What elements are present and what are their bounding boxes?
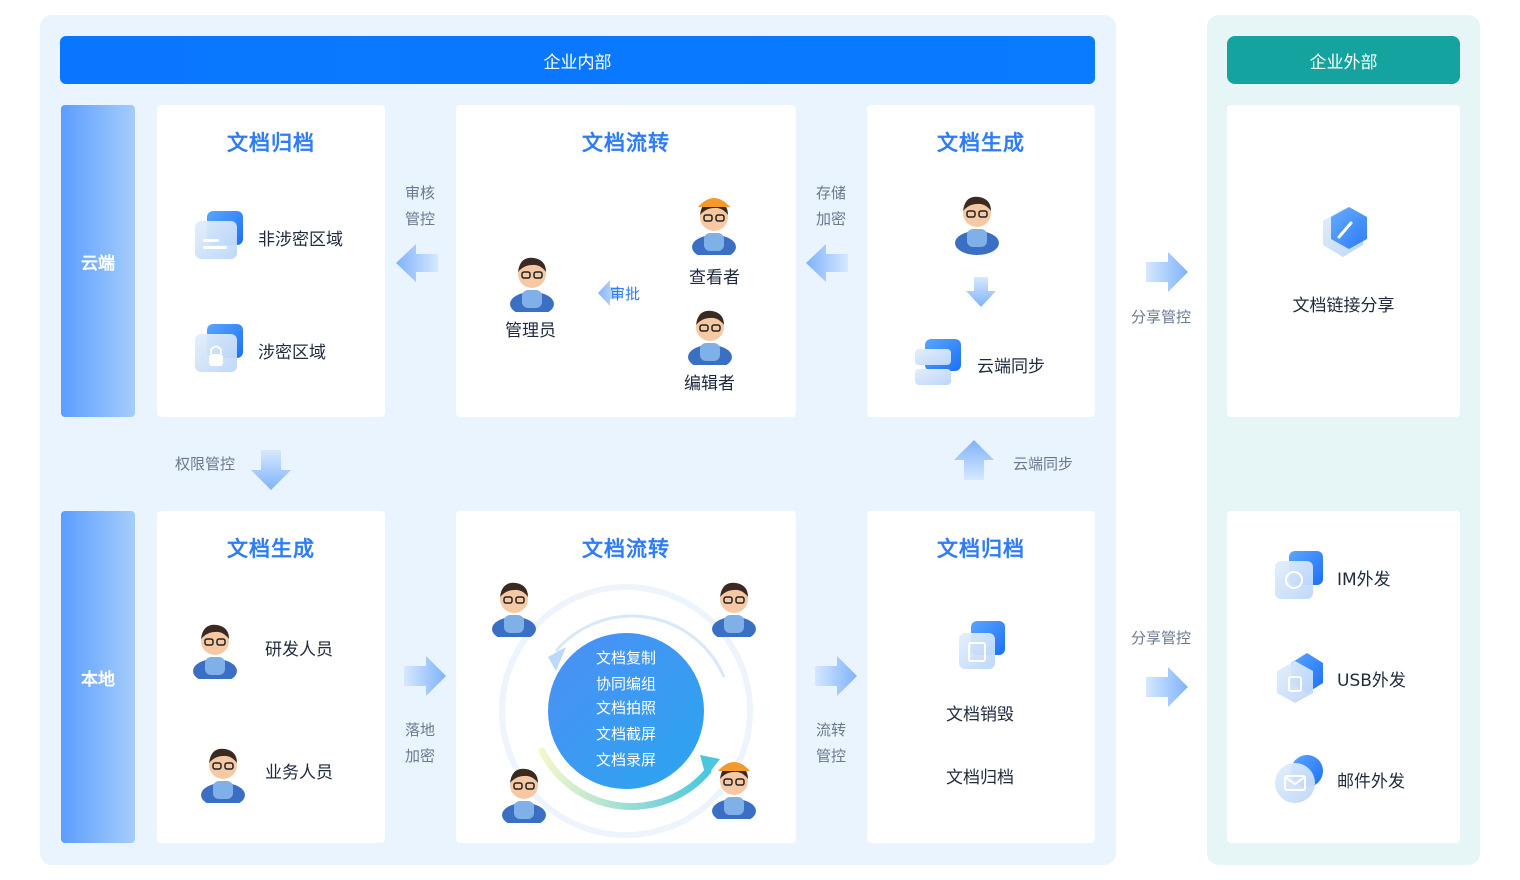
local-archive-card: 文档归档 文档销毁 文档归档 <box>867 511 1095 843</box>
business-staff-avatar-icon <box>200 748 246 803</box>
viewer-label: 查看者 <box>689 268 740 288</box>
storage-encrypt-label: 存储加密 <box>816 184 847 228</box>
right-arrow-icon <box>404 656 446 696</box>
local-generate-card: 文档生成 研发人员 业务人员 <box>157 511 385 843</box>
ring-item-photo: 文档拍照 <box>595 699 656 717</box>
local-generate-title: 文档生成 <box>227 537 315 561</box>
admin-label: 管理员 <box>505 321 556 341</box>
classified-zone-label: 涉密区域 <box>258 343 326 363</box>
editor-avatar-icon <box>687 310 733 365</box>
local-flow-title: 文档流转 <box>582 537 670 561</box>
staff-avatar-icon <box>711 582 757 637</box>
document-destroy-label: 文档销毁 <box>946 705 1014 725</box>
worker-avatar-icon <box>711 762 757 819</box>
cloud-side-label: 云端 <box>61 105 135 417</box>
down-arrow-icon <box>251 450 291 490</box>
cloud-flow-card: 文档流转 管理员 审批 查看者 编辑者 <box>456 105 796 417</box>
cloud-sync-label: 云端同步 <box>977 357 1045 377</box>
document-destroy-icon <box>959 621 1005 669</box>
document-archive-label: 文档归档 <box>946 768 1014 788</box>
approve-arrow-icon <box>598 280 620 306</box>
right-arrow-icon <box>815 656 857 696</box>
outbound-card: IM外发 USB外发 邮件外发 <box>1227 511 1460 843</box>
right-arrow-icon <box>1146 667 1188 707</box>
im-chat-icon <box>1275 551 1323 599</box>
land-encrypt-label: 落地加密 <box>405 721 436 765</box>
cloud-archive-card: 文档归档 非涉密区域 涉密区域 <box>157 105 385 417</box>
cloud-sync-icon <box>915 339 961 385</box>
editor-label: 编辑者 <box>684 374 735 394</box>
flow-cycle-ring <box>499 584 753 838</box>
im-outbound-label: IM外发 <box>1337 570 1391 590</box>
approve-label: 审批 <box>610 285 641 303</box>
creator-avatar-icon <box>954 196 1000 255</box>
ring-item-screenshot: 文档截屏 <box>595 725 656 743</box>
viewer-avatar-icon <box>691 198 737 255</box>
link-share-label: 文档链接分享 <box>1292 296 1395 316</box>
left-arrow-icon <box>806 244 848 282</box>
usb-outbound-label: USB外发 <box>1337 671 1406 691</box>
ring-item-collab: 协同编组 <box>595 675 656 693</box>
rd-staff-label: 研发人员 <box>265 640 333 660</box>
non-classified-folder-icon <box>195 211 243 259</box>
down-arrow-icon <box>966 277 996 307</box>
cloud-generate-title: 文档生成 <box>937 131 1025 155</box>
ring-item-copy: 文档复制 <box>595 649 656 667</box>
ring-item-record: 文档录屏 <box>595 751 656 769</box>
admin-avatar-icon <box>509 257 555 312</box>
cloud-sync-connector-label: 云端同步 <box>1013 455 1074 473</box>
cloud-flow-title: 文档流转 <box>582 131 670 155</box>
cloud-archive-title: 文档归档 <box>227 131 315 155</box>
rd-staff-avatar-icon <box>192 624 238 679</box>
usb-icon <box>1277 653 1323 703</box>
right-arrow-icon <box>1146 252 1188 292</box>
link-share-card: 文档链接分享 <box>1227 105 1460 417</box>
permission-control-label: 权限管控 <box>175 455 236 473</box>
classified-lock-icon <box>195 324 243 372</box>
mail-icon <box>1275 755 1323 803</box>
mail-outbound-label: 邮件外发 <box>1337 772 1405 792</box>
staff-avatar-icon <box>491 582 537 637</box>
local-archive-title: 文档归档 <box>937 537 1025 561</box>
cloud-generate-card: 文档生成 云端同步 <box>867 105 1095 417</box>
share-control-bottom-label: 分享管控 <box>1131 629 1192 647</box>
staff-avatar-icon <box>501 768 547 823</box>
link-icon <box>1323 207 1367 257</box>
share-control-top-label: 分享管控 <box>1131 308 1192 326</box>
flow-control-label: 流转管控 <box>816 721 847 765</box>
internal-header: 企业内部 <box>60 36 1095 84</box>
local-flow-card: 文档流转 文档复制 协同编组 文档拍照 文档截屏 文档录屏 <box>456 511 796 843</box>
local-side-label: 本地 <box>61 511 135 843</box>
non-classified-zone-label: 非涉密区域 <box>258 230 343 250</box>
up-arrow-icon <box>954 440 994 480</box>
audit-control-label: 审核管控 <box>405 184 436 228</box>
external-header: 企业外部 <box>1227 36 1460 84</box>
business-staff-label: 业务人员 <box>265 763 333 783</box>
left-arrow-icon <box>396 244 438 282</box>
